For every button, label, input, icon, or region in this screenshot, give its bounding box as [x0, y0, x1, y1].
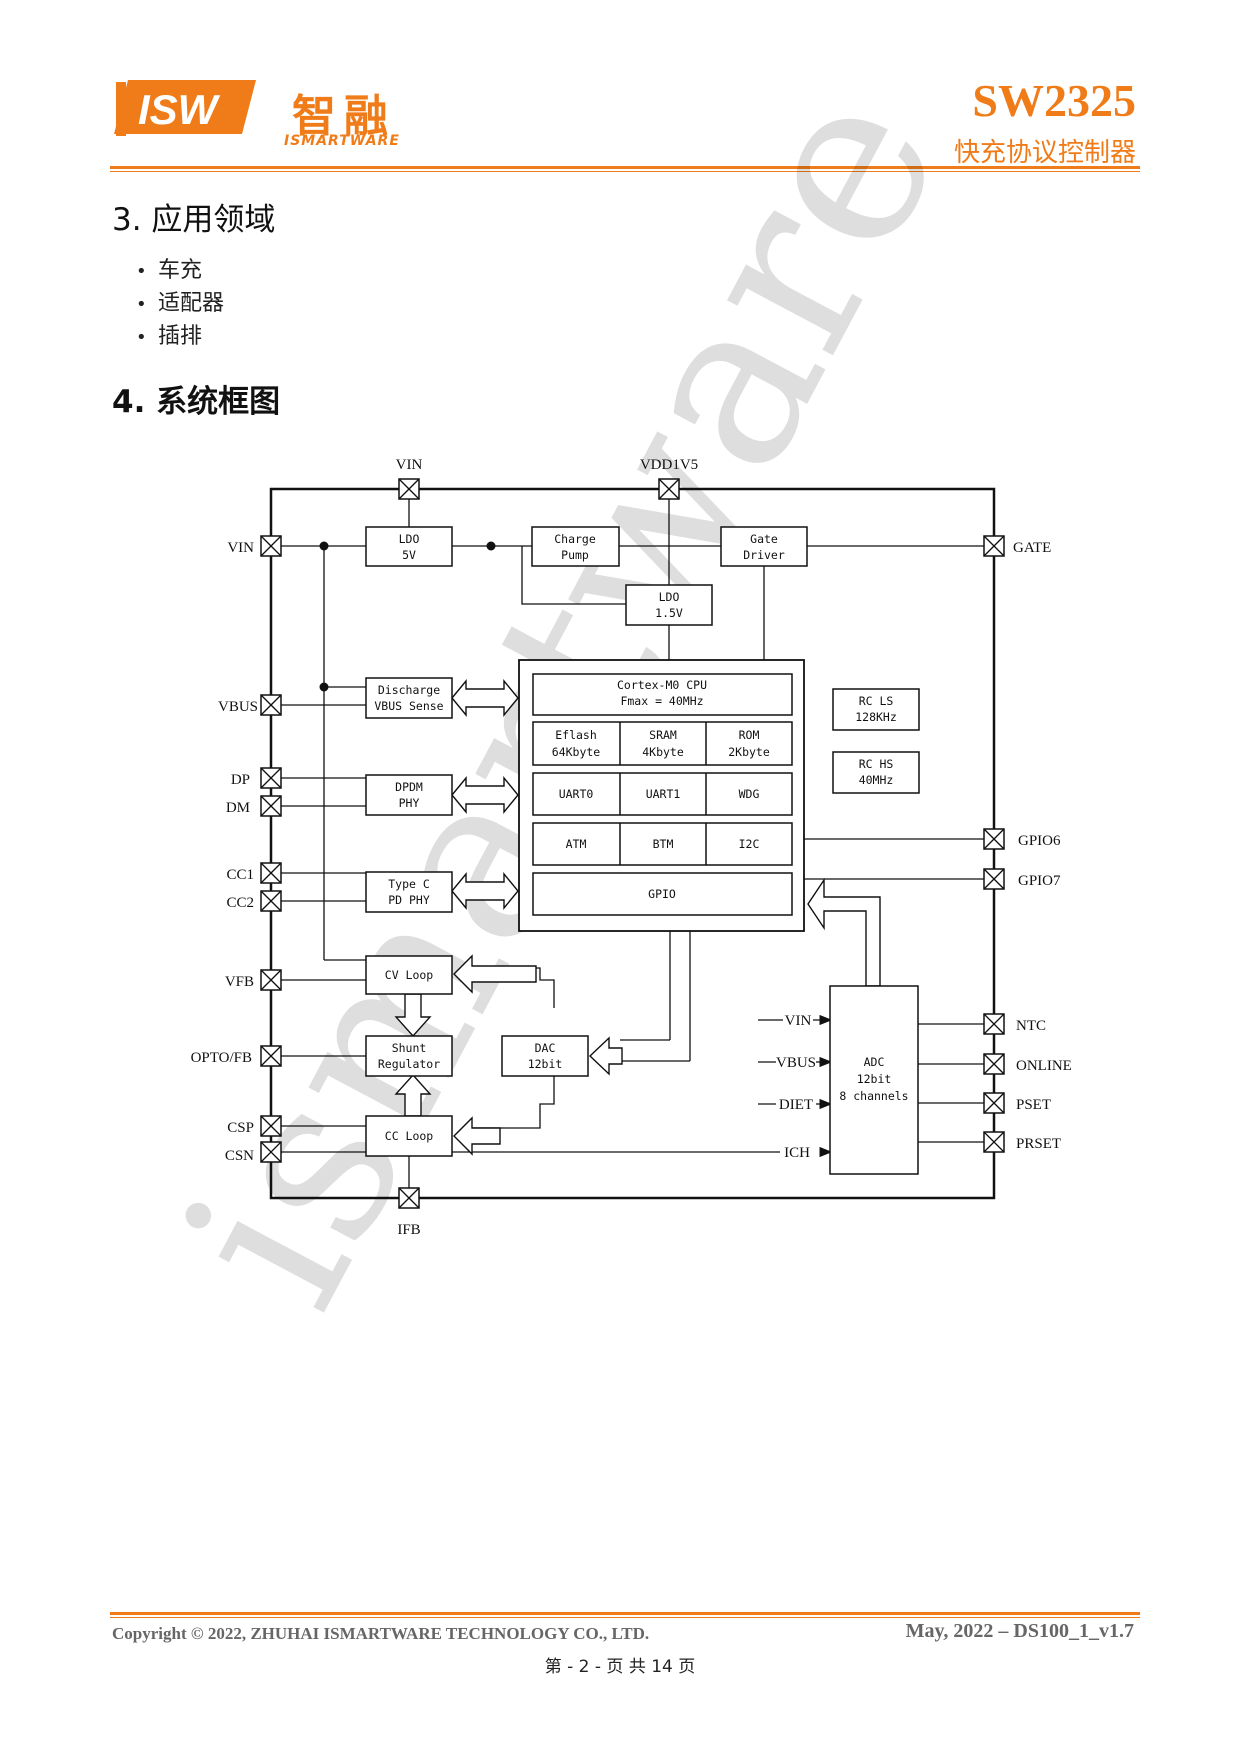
gpio-label: GPIO: [648, 887, 676, 901]
sram-size: 4Kbyte: [642, 745, 684, 759]
btm-label: BTM: [653, 837, 674, 851]
shunt-regulator-label: Shunt: [392, 1041, 427, 1055]
pin-label-gate: GATE: [1013, 540, 1051, 556]
header-rule-thick: [110, 166, 1140, 169]
adc-label: ADC: [864, 1055, 885, 1069]
charge-pump-label-2: Pump: [561, 548, 589, 562]
dac-label-2: 12bit: [528, 1057, 563, 1071]
uart1-label: UART1: [646, 787, 681, 801]
pin-label-vfb: VFB: [225, 974, 254, 990]
cc-loop-label: CC Loop: [385, 1129, 434, 1143]
block-labels: LDO 5V Charge Pump Gate Driver LDO 1.5V …: [374, 532, 908, 1143]
pin-label-cc2: CC2: [226, 895, 254, 911]
document-revision: May, 2022 – DS100_1_v1.7: [905, 1620, 1134, 1642]
ldo-1v5-value: 1.5V: [655, 606, 683, 620]
document-subtitle: 快充协议控制器: [953, 138, 1136, 168]
ldo-5v-label: LDO: [399, 532, 420, 546]
pin-label-prset: PRSET: [1016, 1136, 1061, 1152]
company-logo: ISW: [114, 80, 256, 136]
list-item: 车充: [136, 254, 224, 287]
pin-label-vin: VIN: [227, 540, 254, 556]
wdg-label: WDG: [739, 787, 760, 801]
adc-channels: 8 channels: [839, 1089, 908, 1103]
dpdm-phy-label-2: PHY: [399, 796, 420, 810]
cpu-label: Cortex-M0 CPU: [617, 678, 707, 692]
footer-rule-thick: [110, 1612, 1140, 1615]
shunt-regulator-label-2: Regulator: [378, 1057, 440, 1071]
rom-size: 2Kbyte: [728, 745, 770, 759]
adc-input-ich: ICH: [784, 1145, 810, 1161]
cpu-freq-label: Fmax = 40MHz: [620, 694, 703, 708]
i2c-label: I2C: [739, 837, 760, 851]
uart0-label: UART0: [559, 787, 594, 801]
bus-arrows: [394, 679, 881, 1156]
adc-input-labels: VIN VBUS DIET ICH: [776, 1010, 816, 1161]
rc-hs-freq: 40MHz: [859, 773, 894, 787]
rc-ls-label: RC LS: [859, 694, 894, 708]
eflash-size: 64Kbyte: [552, 745, 601, 759]
section-4-heading: 4. 系统框图: [112, 384, 281, 420]
rom-label: ROM: [739, 728, 760, 742]
pin-label-vdd1v5: VDD1V5: [640, 457, 698, 473]
typec-pd-phy-label: Type C: [388, 877, 430, 891]
adc-input-arrows: [819, 1014, 833, 1158]
pin-label-gpio7: GPIO7: [1018, 873, 1061, 889]
list-item: 插排: [136, 320, 224, 353]
adc-resolution: 12bit: [857, 1072, 892, 1086]
gate-driver-label-2: Driver: [743, 548, 785, 562]
header-rule-thin: [110, 171, 1140, 172]
pin-label-vbus: VBUS: [218, 699, 258, 715]
adc-input-vin: VIN: [785, 1013, 812, 1029]
ldo-1v5-label: LDO: [659, 590, 680, 604]
rc-ls-freq: 128KHz: [855, 710, 897, 724]
pin-label-cc1: CC1: [226, 867, 254, 883]
pin-label-pset: PSET: [1016, 1097, 1051, 1113]
blocks: [365, 526, 920, 1175]
brand-english-name: ISMARTWARE: [284, 133, 400, 149]
gate-driver-label: Gate: [750, 532, 778, 546]
atm-label: ATM: [566, 837, 587, 851]
pin-label-dp: DP: [231, 772, 250, 788]
typec-pd-phy-label-2: PD PHY: [388, 893, 430, 907]
pin-label-ntc: NTC: [1016, 1018, 1046, 1034]
list-item: 适配器: [136, 287, 224, 320]
pin-label-online: ONLINE: [1016, 1058, 1072, 1074]
discharge-label-2: VBUS Sense: [374, 699, 443, 713]
document-title: SW2325: [972, 75, 1136, 126]
footer-rule-thin: [110, 1617, 1140, 1618]
adc-input-vbus: VBUS: [776, 1055, 816, 1071]
dac-label: DAC: [535, 1041, 556, 1055]
pin-label-csp: CSP: [227, 1120, 254, 1136]
charge-pump-label: Charge: [554, 532, 596, 546]
pin-label-dm: DM: [226, 800, 250, 816]
logo-letters: ISW: [138, 86, 221, 133]
section-3-heading: 3. 应用领域: [112, 202, 276, 238]
dpdm-phy-label: DPDM: [395, 780, 423, 794]
rc-hs-label: RC HS: [859, 757, 894, 771]
pin-label-gpio6: GPIO6: [1018, 833, 1061, 849]
pin-label-ifb: IFB: [397, 1222, 420, 1238]
eflash-label: Eflash: [555, 728, 597, 742]
pin-label-opto-fb: OPTO/FB: [191, 1050, 252, 1066]
sram-label: SRAM: [649, 728, 677, 742]
page-number: 第 - 2 - 页 共 14 页: [544, 1657, 696, 1677]
ldo-5v-value: 5V: [402, 548, 416, 562]
adc-input-diet: DIET: [779, 1097, 813, 1113]
cv-loop-label: CV Loop: [385, 968, 434, 982]
copyright-text: Copyright © 2022, ZHUHAI ISMARTWARE TECH…: [112, 1624, 650, 1643]
application-list: 车充 适配器 插排: [136, 254, 224, 353]
brand-chinese-name: 智融: [292, 91, 396, 142]
wires: [281, 489, 984, 1188]
discharge-label: Discharge: [378, 683, 440, 697]
pin-label-vin-top: VIN: [396, 457, 423, 473]
pin-label-csn: CSN: [225, 1148, 254, 1164]
